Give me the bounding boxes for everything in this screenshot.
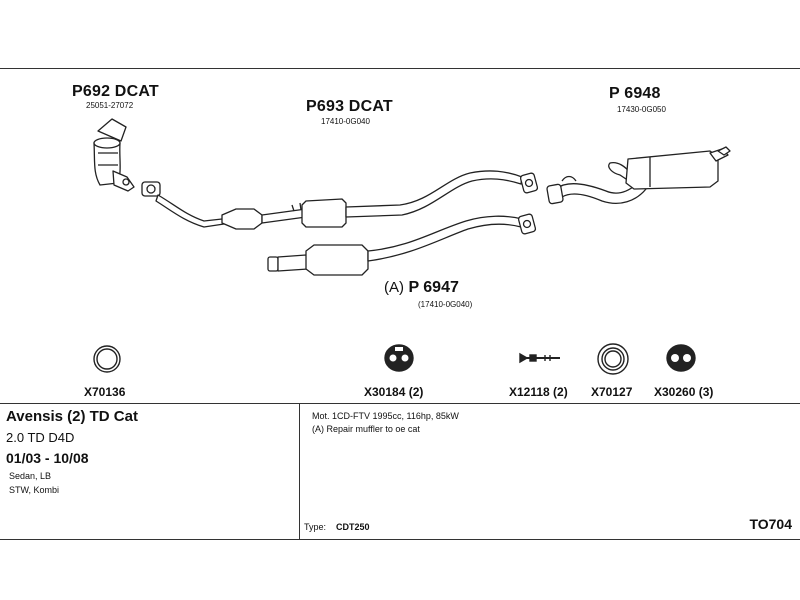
vehicle-engine: 2.0 TD D4D — [6, 430, 75, 445]
type-value: CDT250 — [336, 522, 370, 532]
middle-cat-number: 17410-0G040 — [321, 117, 370, 126]
front-cat-code: P692 DCAT — [72, 83, 159, 100]
ring-gasket-icon — [93, 345, 121, 373]
vehicle-body-type: Sedan, LB — [9, 471, 52, 481]
motor-note: Mot. 1CD-FTV 1995cc, 116hp, 85kW — [312, 411, 459, 421]
repair-note: (A) Repair muffler to oe cat — [312, 424, 420, 434]
notes-panel: Mot. 1CD-FTV 1995cc, 116hp, 85kW (A) Rep… — [300, 404, 800, 540]
repair-muffler-number: (17410-0G040) — [418, 300, 473, 309]
vehicle-details: Avensis (2) TD Cat 2.0 TD D4D 01/03 - 10… — [0, 404, 300, 540]
vehicle-body-type: STW, Kombi — [9, 485, 60, 495]
accessory-label: X70136 — [84, 385, 126, 399]
exhaust-diagram: P692 DCAT 25051-27072 P693 DCAT 17410-0G… — [0, 69, 800, 403]
hanger-ring-icon — [666, 344, 696, 372]
rubber-hanger-icon — [384, 344, 414, 372]
middle-catalytic-converter-drawing — [155, 170, 539, 230]
accessory-label: X70127 — [591, 385, 633, 399]
repair-muffler-code: P 6947 — [408, 279, 459, 296]
exhaust-system-sheet: P692 DCAT 25051-27072 P693 DCAT 17410-0G… — [0, 68, 800, 540]
sealing-ring-icon — [597, 343, 629, 375]
front-catalytic-converter-drawing — [93, 118, 135, 192]
accessory-label: X12118 (2) — [509, 385, 568, 399]
rear-muffler-number: 17430-0G050 — [617, 105, 666, 114]
middle-cat-code: P693 DCAT — [306, 98, 393, 115]
rear-muffler-code: P 6948 — [609, 85, 661, 102]
accessory-label: X30184 (2) — [364, 385, 424, 399]
repair-muffler-prefix: (A) — [384, 279, 404, 296]
vehicle-years: 01/03 - 10/08 — [6, 450, 89, 466]
vehicle-model: Avensis (2) TD Cat — [6, 408, 138, 425]
vehicle-info-panel: Avensis (2) TD Cat 2.0 TD D4D 01/03 - 10… — [0, 403, 800, 540]
accessory-label: X30260 (3) — [654, 385, 714, 399]
repair-muffler-drawing — [267, 213, 537, 276]
rear-muffler-drawing — [546, 146, 731, 205]
catalog-code: TO704 — [749, 516, 792, 532]
bolt-icon — [519, 352, 560, 364]
exhaust-diagram-drawing — [93, 118, 731, 375]
type-label: Type: — [304, 522, 327, 532]
front-cat-number: 25051-27072 — [86, 101, 134, 110]
repair-muffler-label: (A) P 6947 — [384, 279, 459, 297]
